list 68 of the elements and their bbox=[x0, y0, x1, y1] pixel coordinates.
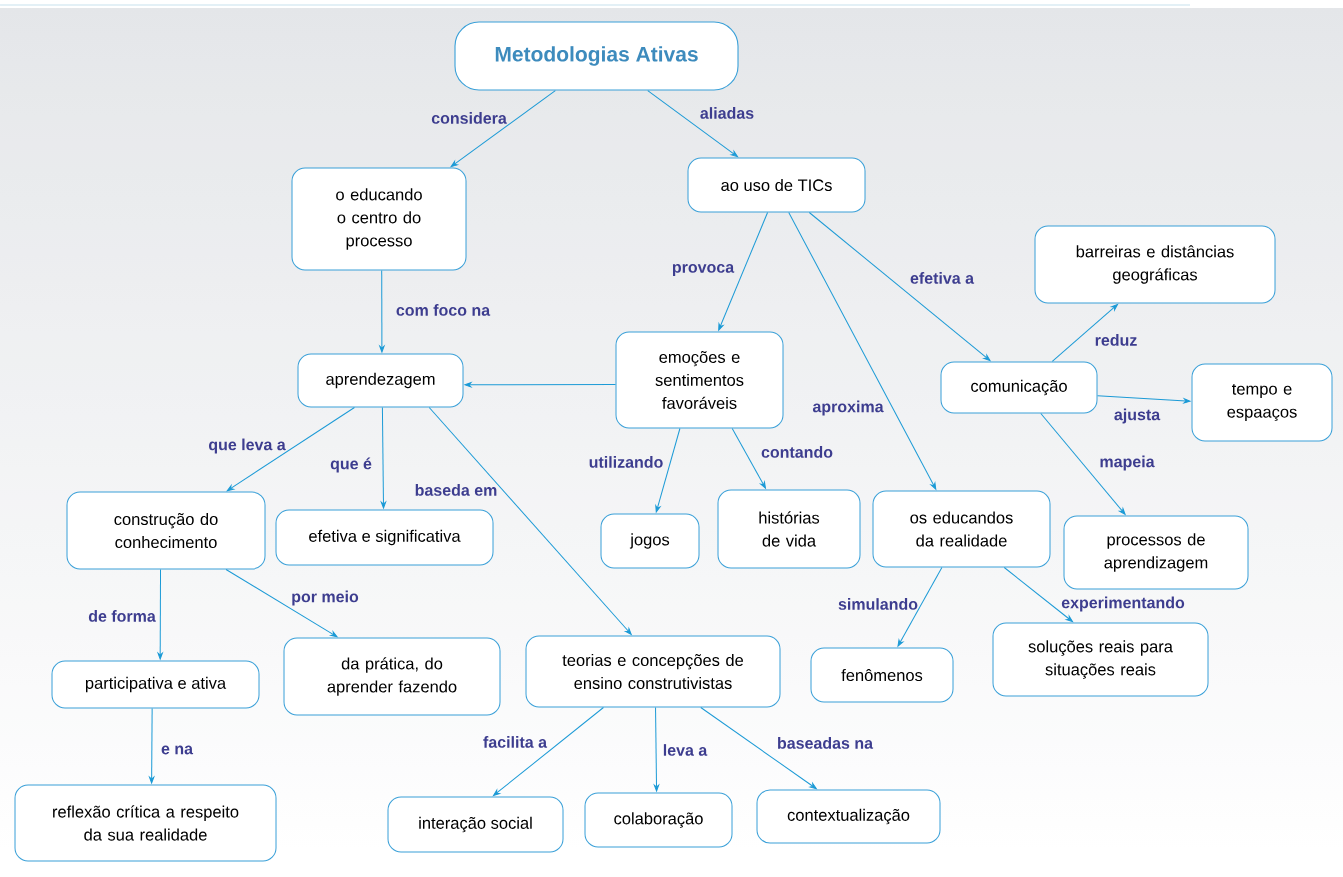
arrow bbox=[1003, 567, 1073, 623]
arrow bbox=[1051, 303, 1119, 362]
edge-label: com foco na bbox=[396, 304, 491, 316]
concept-box: processos de aprendizagem bbox=[1063, 515, 1249, 590]
edge-label: mapeia bbox=[1100, 455, 1155, 471]
concept-box: o educando o centro do processo bbox=[291, 167, 467, 271]
concept-box: histórias de vida bbox=[717, 489, 861, 569]
arrow bbox=[493, 707, 604, 797]
arrow bbox=[450, 90, 556, 168]
arrow bbox=[225, 569, 338, 638]
arrow bbox=[380, 407, 387, 509]
concept-box: efetiva e significativa bbox=[275, 509, 494, 566]
edge-label: por meio bbox=[292, 590, 359, 606]
edge-label: ajusta bbox=[1114, 408, 1161, 424]
arrow bbox=[226, 407, 355, 492]
arrow bbox=[808, 212, 991, 362]
concept-box: reflexão crítica a respeito da sua realidade bbox=[14, 784, 277, 862]
arrow bbox=[653, 707, 660, 792]
edge-label: facilita a bbox=[483, 736, 548, 748]
edge-label: utilizando bbox=[589, 456, 663, 468]
arrow bbox=[464, 382, 616, 388]
arrow bbox=[428, 407, 632, 635]
edge-label: e na bbox=[161, 745, 194, 755]
edge-label: baseda em bbox=[415, 484, 497, 496]
arrow bbox=[655, 428, 681, 513]
edge-label: provoca bbox=[672, 264, 735, 276]
arrow bbox=[700, 707, 817, 790]
arrow bbox=[647, 90, 738, 158]
arrow bbox=[157, 569, 163, 660]
concept-box: teorias e concepções de ensino construtivistas bbox=[525, 635, 781, 708]
edge-label: simulando bbox=[838, 598, 918, 610]
concept-box: barreiras e distâncias geográficas bbox=[1034, 225, 1276, 304]
edge-label: considera bbox=[431, 112, 507, 124]
concept-box: comunicação bbox=[940, 361, 1098, 414]
edge-label: aliadas bbox=[700, 107, 754, 119]
arrow bbox=[731, 428, 766, 489]
edge-label: que é bbox=[330, 457, 372, 473]
edge-label: que leva a bbox=[209, 438, 286, 454]
edge-label: de forma bbox=[88, 610, 156, 622]
concept-box: fenômenos bbox=[810, 647, 954, 703]
concept-box: aprendezagem bbox=[297, 353, 464, 408]
arrow bbox=[149, 708, 155, 784]
concept-box: participativa e ativa bbox=[51, 660, 260, 709]
edge-label: contando bbox=[761, 446, 833, 458]
edge-label: leva a bbox=[663, 744, 708, 756]
concept-box: os educandos da realidade bbox=[872, 490, 1051, 568]
arrow bbox=[1040, 413, 1126, 515]
concept-box: interação social bbox=[387, 796, 564, 853]
arrow bbox=[718, 212, 769, 331]
concept-box: tempo e espaaços bbox=[1191, 363, 1333, 442]
title-box: Metodologias Ativas bbox=[454, 21, 739, 91]
concept-box: contextualização bbox=[756, 789, 941, 844]
edge-label: efetiva a bbox=[910, 272, 975, 284]
arrow bbox=[379, 270, 385, 353]
arrow bbox=[1097, 395, 1191, 404]
edge-label: experimentando bbox=[1061, 596, 1185, 612]
concept-box: jogos bbox=[600, 513, 700, 569]
concept-box: ao uso de TICs bbox=[687, 157, 866, 213]
concept-box: soluções reais para situações reais bbox=[992, 622, 1209, 697]
concept-box: construção do conhecimento bbox=[66, 491, 266, 570]
concept-box: emoções e sentimentos favoráveis bbox=[615, 331, 784, 429]
edge-label: baseadas na bbox=[778, 737, 874, 749]
arrow bbox=[897, 567, 943, 647]
edge-label: aproxima bbox=[812, 400, 884, 416]
arrow bbox=[788, 212, 937, 490]
edge-label: reduz bbox=[1095, 334, 1137, 346]
concept-box: da prática, do aprender fazendo bbox=[283, 637, 501, 716]
concept-box: colaboração bbox=[584, 792, 733, 848]
